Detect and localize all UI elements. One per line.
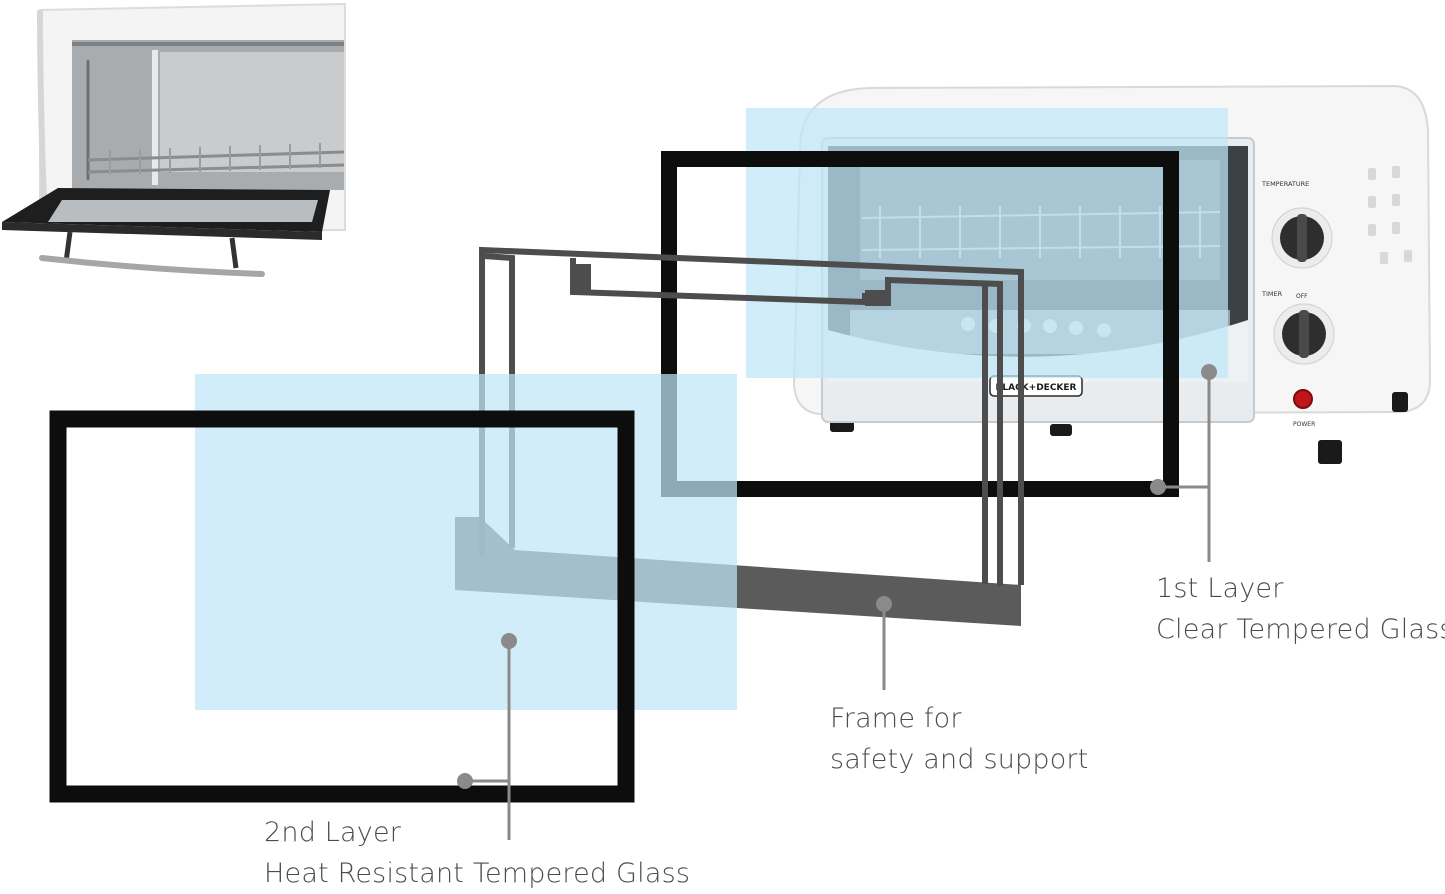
second-layer-glass-panel (195, 374, 737, 710)
brand-logo: BLACK+DECKER (996, 383, 1077, 393)
open-oven-inset-photo (2, 2, 346, 277)
second-layer-description: Heat Resistant Tempered Glass (264, 858, 691, 889)
frame-description: safety and support (830, 744, 1089, 775)
first-layer-border (661, 151, 1179, 497)
first-layer-label: 1st Layer Clear Tempered Glass (1156, 568, 1445, 650)
power-indicator-light (1293, 389, 1313, 409)
temperature-label: TEMPERATURE (1261, 180, 1309, 188)
second-layer-title: 2nd Layer (264, 817, 402, 848)
timer-label: TIMER (1261, 290, 1283, 298)
second-layer-border (49, 410, 635, 803)
timer-knob (1273, 303, 1335, 365)
leader-dots (457, 364, 1217, 789)
temperature-knob (1271, 207, 1333, 269)
timer-off-label: OFF (1296, 293, 1308, 300)
second-layer-label: 2nd Layer Heat Resistant Tempered Glass (264, 812, 690, 894)
frame-title: Frame for (830, 703, 962, 734)
first-layer-description: Clear Tempered Glass (1156, 614, 1445, 645)
first-layer-title: 1st Layer (1156, 573, 1284, 604)
power-label: POWER (1293, 421, 1315, 428)
leader-lines (465, 372, 1211, 840)
frame-label: Frame for safety and support (830, 698, 1089, 780)
